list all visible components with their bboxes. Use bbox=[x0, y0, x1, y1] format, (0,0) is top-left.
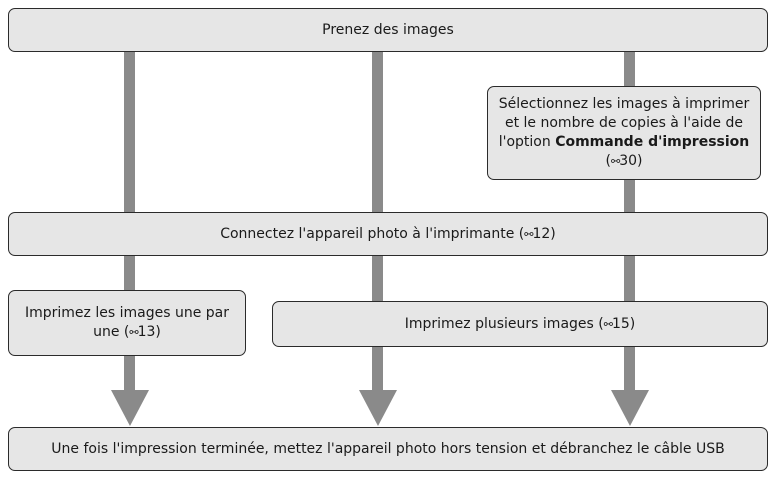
step-connect-text-close: ) bbox=[550, 225, 556, 242]
step-select-text-close: ) bbox=[637, 153, 643, 169]
link-reference-icon: ⚯ bbox=[129, 326, 138, 339]
step-print-one-ref-number: 13 bbox=[137, 324, 156, 340]
step-print-multi-text-close: ) bbox=[629, 315, 636, 332]
arrow-down-icon bbox=[359, 390, 397, 426]
print-order-option-label: Commande d'impression bbox=[555, 134, 750, 150]
step-print-multi-ref-number: 15 bbox=[611, 315, 630, 332]
step-print-multiple: Imprimez plusieurs images (⚯15) bbox=[272, 301, 768, 347]
link-reference-icon: ⚯ bbox=[603, 317, 613, 331]
flow-bar-left-top bbox=[124, 52, 135, 212]
step-connect-text: Connectez l'appareil photo à l'imprimant… bbox=[220, 225, 525, 242]
step-print-one-label: Imprimez les images une par une ( bbox=[25, 305, 229, 340]
step-select-text-after: ( bbox=[605, 153, 611, 169]
step-select-text-before: Sélectionnez les images à imprimer et le… bbox=[498, 96, 750, 150]
step-take-images: Prenez des images bbox=[8, 8, 768, 52]
step-select-images: Sélectionnez les images à imprimer et le… bbox=[487, 86, 761, 180]
step-print-multi-label: Imprimez plusieurs images ( bbox=[404, 315, 604, 332]
step-print-one-text-close: ) bbox=[155, 324, 161, 340]
step-finish-label: Une fois l'impression terminée, mettez l… bbox=[51, 440, 725, 457]
step-select-ref-number: 30 bbox=[619, 153, 638, 169]
step-select-images-text: Sélectionnez les images à imprimer et le… bbox=[494, 95, 754, 171]
step-take-images-label: Prenez des images bbox=[322, 21, 454, 38]
link-reference-icon: ⚯ bbox=[524, 227, 533, 241]
arrow-down-icon bbox=[611, 390, 649, 426]
link-reference-icon: ⚯ bbox=[610, 155, 620, 168]
step-print-one-by-one: Imprimez les images une par une (⚯13) bbox=[8, 290, 246, 356]
flow-bar-center-top bbox=[372, 52, 383, 212]
step-connect-ref-number: 12 bbox=[532, 225, 551, 242]
step-print-one-text: Imprimez les images une par une (⚯13) bbox=[23, 304, 231, 342]
step-connect-camera: Connectez l'appareil photo à l'imprimant… bbox=[8, 212, 768, 256]
step-print-multi-text: Imprimez plusieurs images (⚯15) bbox=[405, 315, 636, 334]
step-connect-camera-text: Connectez l'appareil photo à l'imprimant… bbox=[220, 225, 556, 244]
step-finish: Une fois l'impression terminée, mettez l… bbox=[8, 427, 768, 471]
arrow-down-icon bbox=[111, 390, 149, 426]
